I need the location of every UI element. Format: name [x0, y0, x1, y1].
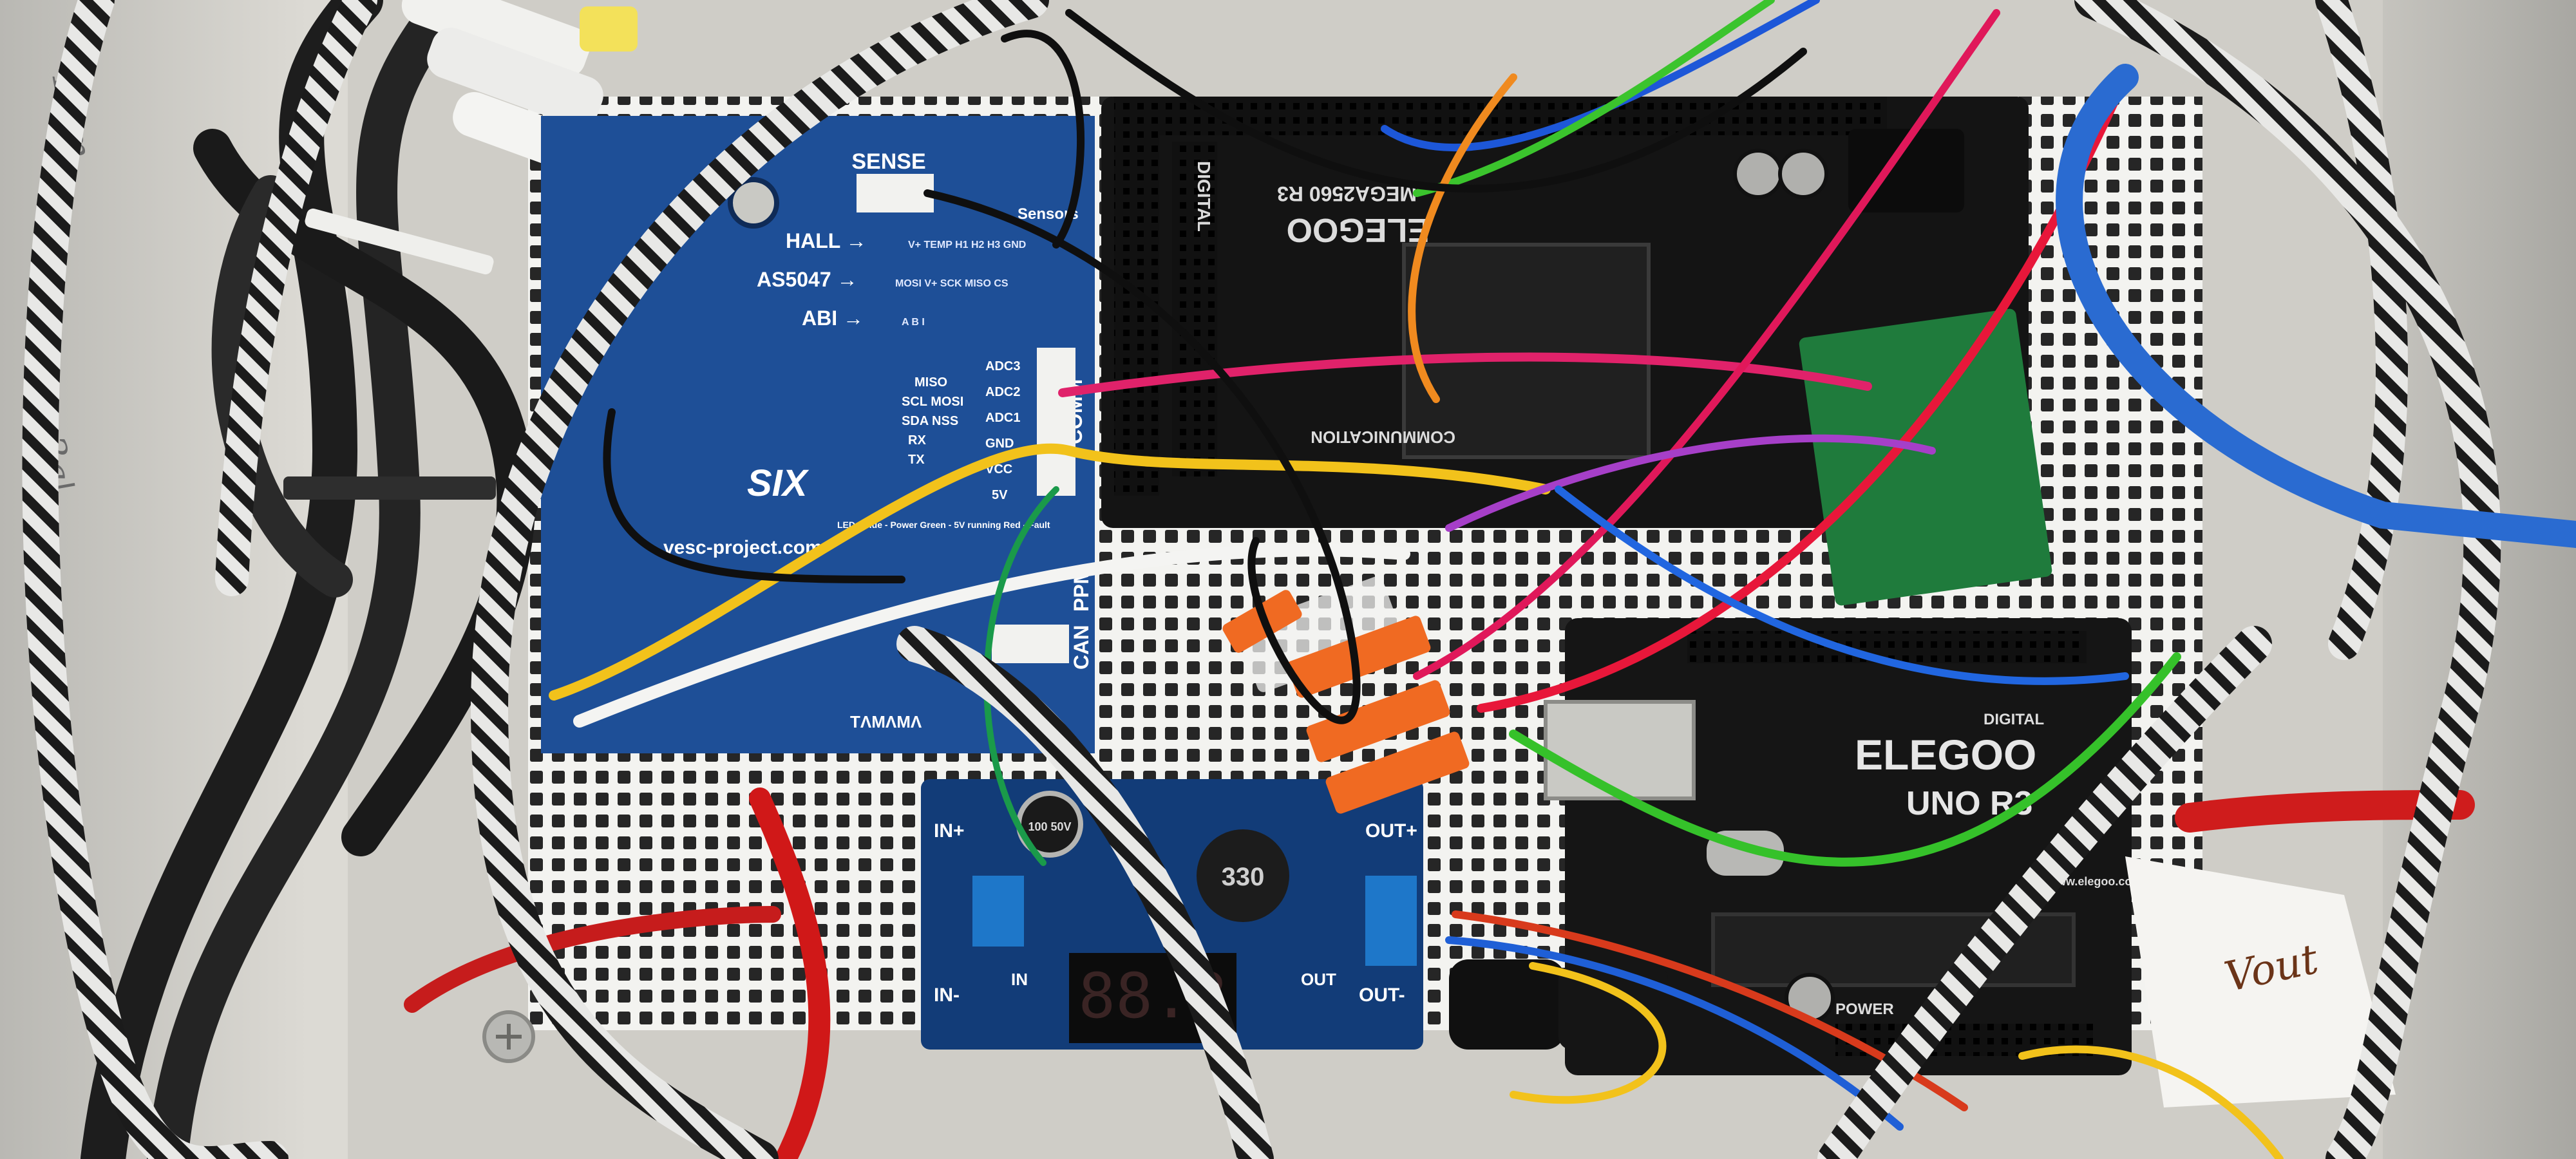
svg-text:ADC3: ADC3 [985, 359, 1020, 373]
mega-capacitor [1733, 149, 1783, 199]
buck-inductor [1197, 829, 1289, 922]
black-signal-wires [603, 9, 1807, 724]
svg-text:5V: 5V [992, 488, 1008, 502]
vesc-pins-hall: V+ TEMP H1 H2 H3 GND [908, 240, 1026, 250]
dc-jacks [1449, 959, 1668, 1050]
arduino-mega-board: ELEGOO MEGA2560 R3 DIGITAL COMMUNICATION [1101, 97, 2029, 528]
mega-brand: ELEGOO [1287, 211, 1430, 249]
buck-in-led-label: IN [1011, 970, 1028, 989]
buck-terminal-in [972, 876, 1024, 947]
buck-out-minus: OUT- [1359, 985, 1405, 1006]
buck-inductor-label: 330 [1222, 863, 1265, 891]
vesc-tail-label: TΛMΛMΛ [850, 712, 922, 731]
vesc-pins-as5047: MOSI V+ SCK MISO CS [895, 278, 1009, 289]
vesc-comm-header [1037, 348, 1075, 496]
vesc-can-label: CAN [1070, 625, 1093, 670]
svg-text:TX: TX [908, 453, 925, 467]
vesc-i2c-labels: MISO SCL MOSI SDA NSS RX TX [902, 375, 963, 467]
uno-digital-label: DIGITAL [1984, 711, 2044, 728]
svg-text:SDA NSS: SDA NSS [902, 414, 958, 428]
vesc-hall-label: HALL → [786, 229, 867, 252]
mega-model: MEGA2560 R3 [1277, 182, 1417, 205]
svg-text:RX: RX [908, 433, 926, 448]
screw-icon [482, 1010, 535, 1063]
svg-text:MISO: MISO [914, 375, 947, 390]
vesc-can-header [992, 625, 1069, 663]
uno-mcu-chip [1711, 912, 2076, 987]
uno-brand: ELEGOO [1855, 731, 2036, 778]
buck-out-plus: OUT+ [1365, 820, 1417, 842]
uno-url-label: www.elegoo.com [2047, 875, 2142, 888]
vesc-brand-six: SIX [747, 462, 810, 504]
vesc-leds-label: LEDs Blue - Power Green - 5V running Red… [837, 520, 1050, 530]
buck-out-led-label: OUT [1301, 970, 1336, 989]
buck-terminal-out [1365, 876, 1417, 966]
uno-usb-port [1544, 700, 1696, 800]
vesc-as5047-label: AS5047 → [757, 268, 858, 291]
svg-text:SCL MOSI: SCL MOSI [902, 395, 963, 409]
svg-text:GND: GND [985, 437, 1014, 451]
signal-wires [549, 0, 2284, 1159]
uno-power-label: POWER [1835, 1001, 1894, 1018]
svg-text:ADC1: ADC1 [985, 411, 1020, 425]
mega-mcu-chip [1402, 243, 1651, 459]
vesc-pin-labels: ADC3 ADC2 ADC1 GND VCC 5V [985, 359, 1020, 502]
vesc-mount-hole [728, 177, 779, 229]
mega-digital-label: DIGITAL [1194, 161, 1214, 232]
blue-usb-cable [2056, 64, 2576, 548]
buck-capacitor-label: 100 50V [1028, 820, 1071, 833]
svg-text:ADC2: ADC2 [985, 385, 1020, 399]
braided-sleeve-cables [22, 0, 2501, 1159]
vesc-pins-abi: A B I [902, 317, 925, 328]
vesc-brand-url: vesc-project.com [663, 537, 822, 558]
green-adapter-board [1799, 308, 2052, 606]
mega-header-top [1114, 97, 1887, 135]
lever-connector-icon [1222, 576, 1470, 814]
mega-dc-jack [1848, 129, 1964, 212]
buck-in-minus: IN- [934, 985, 960, 1006]
mega-capacitor [1778, 149, 1828, 199]
sense-connector [857, 174, 934, 212]
mega-header-left [1114, 135, 1159, 496]
mega-communication-label: COMMUNICATION [1311, 428, 1455, 447]
vesc-sense-label: SENSE [851, 149, 925, 174]
mega-header-inner [1172, 142, 1217, 476]
uno-model: UNO R3 [1906, 785, 2032, 822]
vout-label-tag: Vout [2125, 856, 2396, 1107]
vesc-abi-label: ABI → [802, 306, 864, 330]
buck-in-plus: IN+ [934, 820, 965, 842]
vesc-board: SENSE Sensors HALL → AS5047 → ABI → V+ T… [541, 116, 1095, 753]
